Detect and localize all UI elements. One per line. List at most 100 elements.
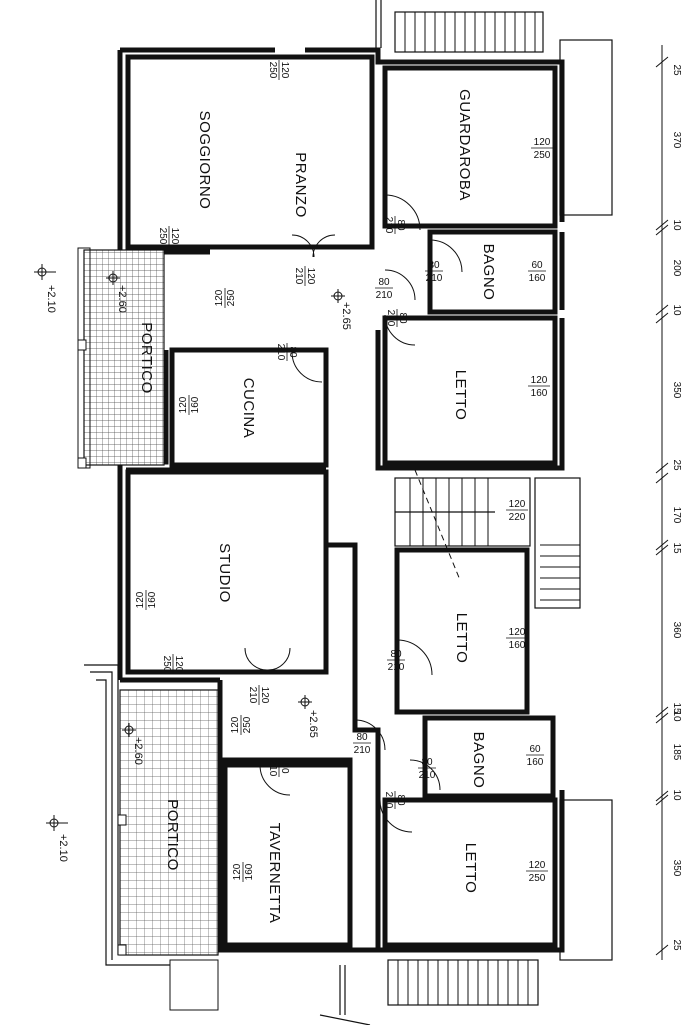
dimension-label: 350 <box>671 860 682 877</box>
dimension-tick <box>655 462 669 474</box>
dimension-label: 15 <box>671 542 682 554</box>
stair-win-w: 120 <box>509 499 526 510</box>
elevation-label-6: +2.10 <box>57 834 69 862</box>
hall2-door2-w: 80 <box>356 732 368 743</box>
elevation-marker-5: +2.60 <box>122 723 144 765</box>
letto2-door-w: 80 <box>390 649 402 660</box>
dimension-tick <box>655 790 669 802</box>
letto3-win-w: 120 <box>529 860 546 871</box>
elevation-marker-2: +2.60 <box>106 271 128 313</box>
cucina-win-w: 120 <box>178 396 189 413</box>
room-tavernetta: TAVERNETTA <box>266 823 283 924</box>
bagno1-walls <box>427 229 558 315</box>
dimension-tick <box>655 544 669 556</box>
letto2-door-h: 210 <box>388 662 405 673</box>
dimension-tick <box>655 706 669 718</box>
bagno1-door-h: 210 <box>426 273 443 284</box>
tavernetta-door-w: 80 <box>279 762 290 774</box>
bagno2-door-w: 80 <box>421 757 433 768</box>
portico1-door-w: 120 <box>214 289 225 306</box>
dimension-tick <box>655 312 669 324</box>
dimension-tick <box>655 224 669 236</box>
letto1-win-h: 160 <box>531 388 548 399</box>
studio-win-h: 160 <box>147 591 158 608</box>
letto1-door-w: 80 <box>397 312 408 324</box>
room-guardaroba: GUARDAROBA <box>456 89 473 201</box>
tavernetta-door-h: 210 <box>267 760 278 777</box>
elevation-label-2: +2.60 <box>116 285 128 313</box>
living-block <box>125 54 375 250</box>
letto3-walls <box>382 797 558 948</box>
guardaroba-door-h: 210 <box>383 217 394 234</box>
dimension-label: 360 <box>671 622 682 639</box>
tavernetta-win-w: 120 <box>232 863 243 880</box>
hall-door1-h: 210 <box>376 290 393 301</box>
letto1-walls <box>382 315 558 466</box>
studio-door-w: 120 <box>173 656 184 673</box>
dimension-label: 350 <box>671 382 682 399</box>
soggiorno-top-w: 120 <box>279 62 290 79</box>
elevation-marker-4: +2.65 <box>298 695 319 738</box>
elevation-label-1: +2.10 <box>45 285 57 313</box>
elevation-label-5: +2.60 <box>132 737 144 765</box>
dimension-label: 10 <box>671 789 682 801</box>
soggiorno-bottom-h: 250 <box>157 228 168 245</box>
dimension-label: 25 <box>671 64 682 76</box>
dimension-tick <box>655 539 669 551</box>
portico-1 <box>77 247 165 469</box>
letto2-win-w: 120 <box>509 627 526 638</box>
letto3-door-w: 80 <box>395 794 406 806</box>
portico2-door-h: 250 <box>242 716 253 733</box>
dimension-tick <box>655 219 669 231</box>
bagno1-door-w: 80 <box>428 260 440 271</box>
room-studio: STUDIO <box>216 543 233 603</box>
hall2-door2-h: 210 <box>354 745 371 756</box>
elevation-marker-6: +2.10 <box>46 815 69 862</box>
letto3-door-h: 210 <box>383 792 394 809</box>
dimension-tick <box>655 304 669 316</box>
portico1-door-h: 250 <box>226 289 237 306</box>
guardaroba-door-w: 80 <box>395 219 406 231</box>
pranzo-door-w: 120 <box>305 268 316 285</box>
dimension-label: 15 <box>671 702 682 714</box>
dimension-tick <box>655 944 669 956</box>
tavernetta-win-h: 160 <box>244 863 255 880</box>
hall2-door-h: 210 <box>247 687 258 704</box>
pranzo-door-h: 210 <box>293 268 304 285</box>
bottom-balcony <box>319 799 613 1025</box>
portico-2 <box>84 664 219 1011</box>
bagno2-door-h: 210 <box>419 770 436 781</box>
top-balcony <box>375 0 544 53</box>
elevation-marker-1: +2.10 <box>34 264 57 313</box>
dimension-label: 10 <box>671 304 682 316</box>
bagno1-win-w: 60 <box>531 260 543 271</box>
guardaroba-win-w: 120 <box>534 137 551 148</box>
bagno2-win-h: 160 <box>527 757 544 768</box>
studio-door-h: 250 <box>161 656 172 673</box>
room-letto-2: LETTO <box>453 613 470 664</box>
dimension-label: 25 <box>671 459 682 471</box>
cucina-door-h: 210 <box>275 344 286 361</box>
hall2-door-w: 120 <box>259 687 270 704</box>
elevation-marker-3: +2.65 <box>331 289 352 330</box>
room-cucina: CUCINA <box>240 378 257 439</box>
elevation-label-4: +2.65 <box>307 710 319 738</box>
soggiorno-bottom-w: 120 <box>169 228 180 245</box>
dimension-label: 185 <box>671 744 682 761</box>
room-pranzo: PRANZO <box>292 152 309 218</box>
guardaroba-walls <box>382 65 558 229</box>
dimension-label: 200 <box>671 260 682 277</box>
cucina-win-h: 160 <box>190 396 201 413</box>
room-soggiorno: SOGGIORNO <box>196 111 213 210</box>
hall-door1-w: 80 <box>378 277 390 288</box>
bagno2-win-w: 60 <box>529 744 541 755</box>
portico2-door-w: 120 <box>230 716 241 733</box>
elevation-markers: +2.10 +2.60 +2.65 +2.65 +2.60 +2.10 <box>34 264 352 862</box>
guardaroba-win-h: 250 <box>534 150 551 161</box>
room-portico-2: PORTICO <box>164 799 181 871</box>
letto2-win-h: 160 <box>509 640 526 651</box>
dimension-label: 25 <box>671 939 682 951</box>
room-bagno-1: BAGNO <box>480 244 497 301</box>
